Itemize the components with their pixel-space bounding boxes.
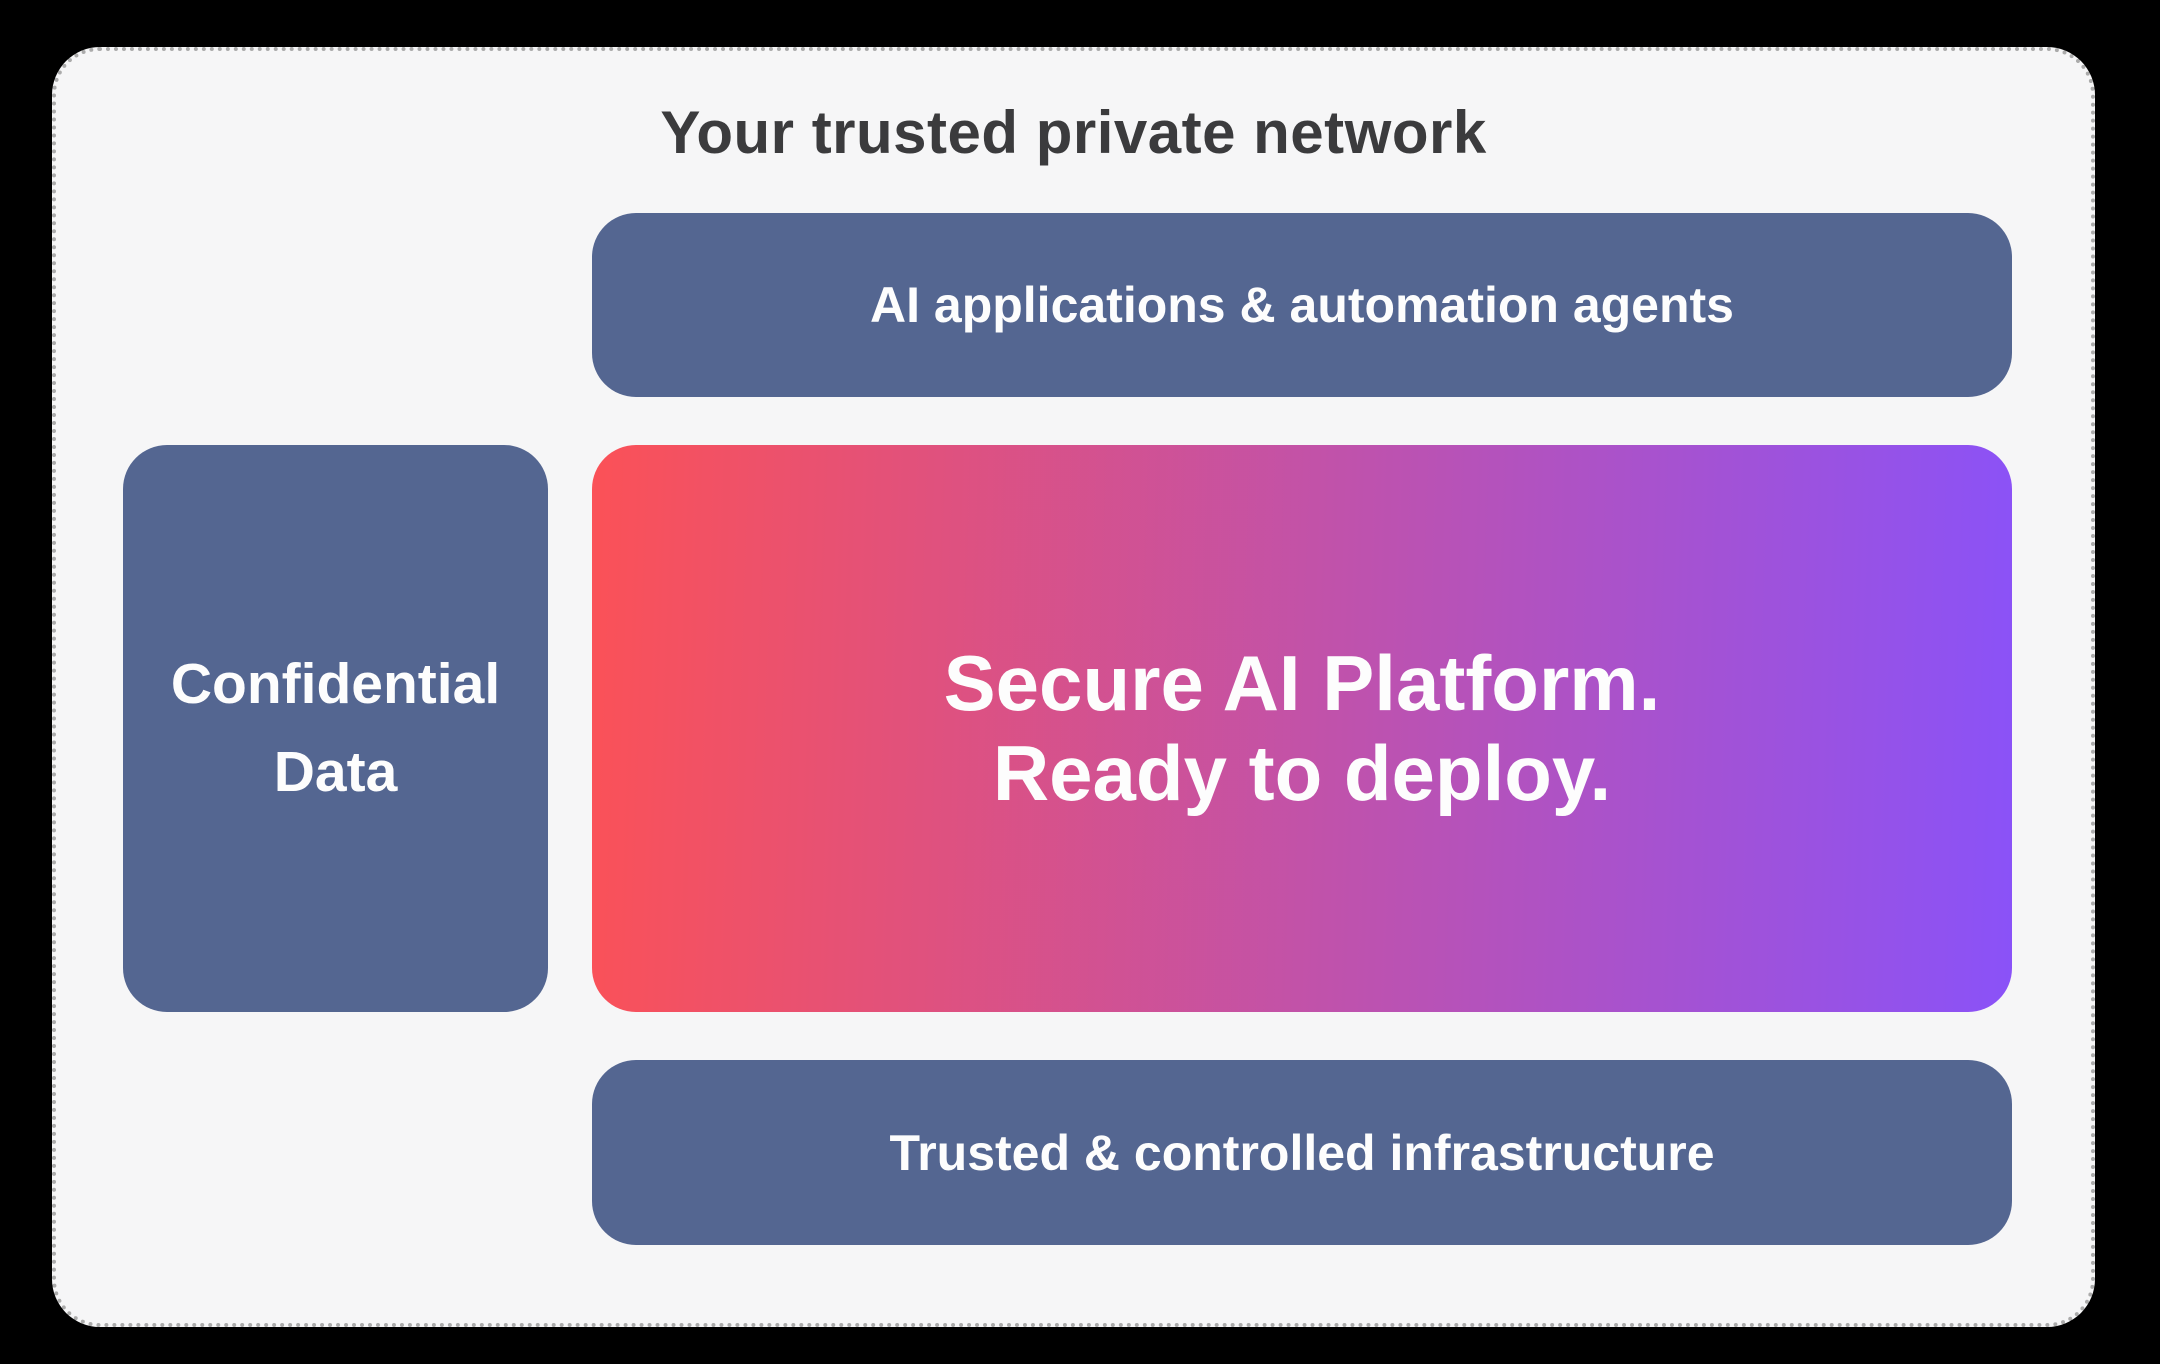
confidential-data-label-line1: Confidential <box>170 652 501 717</box>
confidential-data-label-line2: Data <box>273 739 398 804</box>
secure-ai-platform-box: Secure AI Platform. Ready to deploy. <box>592 445 2012 1012</box>
diagram-title: Your trusted private network <box>660 98 1487 166</box>
trusted-infrastructure-box: Trusted & controlled infrastructure <box>592 1060 2012 1245</box>
secure-ai-platform-label-line1: Secure AI Platform. <box>943 638 1661 727</box>
diagram-grid: AI applications & automation agents Conf… <box>56 213 2091 1245</box>
confidential-data-box: Confidential Data <box>123 445 548 1012</box>
secure-ai-platform-label-line2: Ready to deploy. <box>992 728 1612 817</box>
trusted-network-card: Your trusted private network AI applicat… <box>52 47 2095 1327</box>
title-row: Your trusted private network <box>56 51 2091 213</box>
ai-applications-label: AI applications & automation agents <box>870 277 1734 333</box>
trusted-infrastructure-label: Trusted & controlled infrastructure <box>889 1124 1715 1181</box>
ai-applications-box: AI applications & automation agents <box>592 213 2012 397</box>
